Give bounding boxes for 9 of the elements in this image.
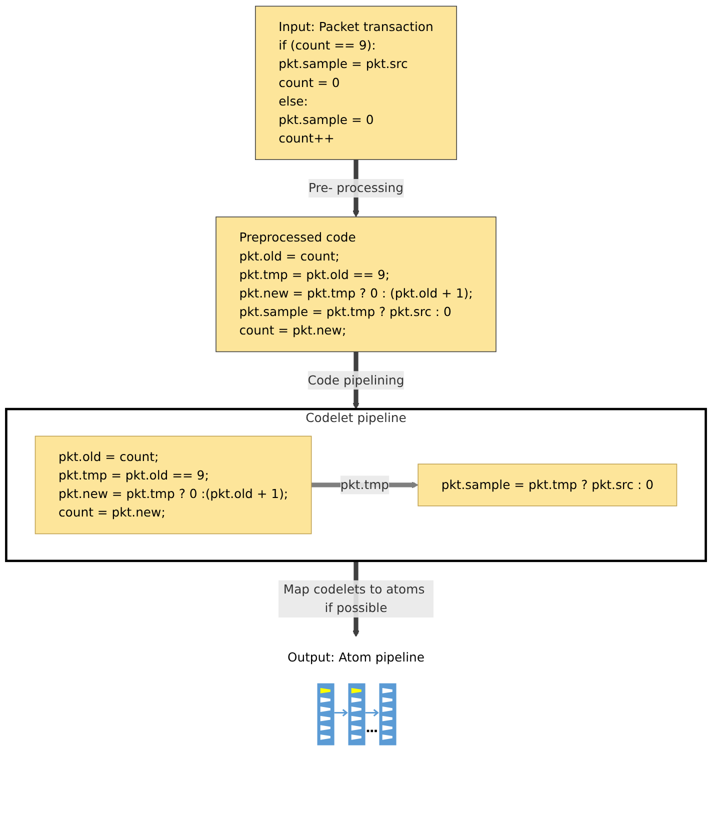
edge-label: pkt.tmp [340,477,390,492]
node-box: pkt.old = count; pkt.tmp = pkt.old == 9; pkt.new = pkt.tmp ? 0 :(pkt.old + 1); count = pkt.new; [34,436,312,534]
edge-label: Map codelets to atoms if possible [283,582,425,616]
edge-label: Pre- processing [308,180,404,196]
node-box: pkt.sample = pkt.tmp ? pkt.src : 0 [418,464,678,506]
edge-label: Code pipelining [308,372,404,388]
node-box: Input: Packet transaction if (count == 9): pkt.sample = pkt.src count = 0 else: pkt.sample = 0 count++ [255,6,457,160]
node-box: Preprocessed code pkt.old = count; pkt.tmp = pkt.old == 9; pkt.new = pkt.tmp ? 0 : (pkt.old + 1); pkt.sample = pkt.tmp ? pkt.src : 0 count = pkt.new; [216,216,496,352]
node-text: Output: Atom pipeline [287,650,425,665]
